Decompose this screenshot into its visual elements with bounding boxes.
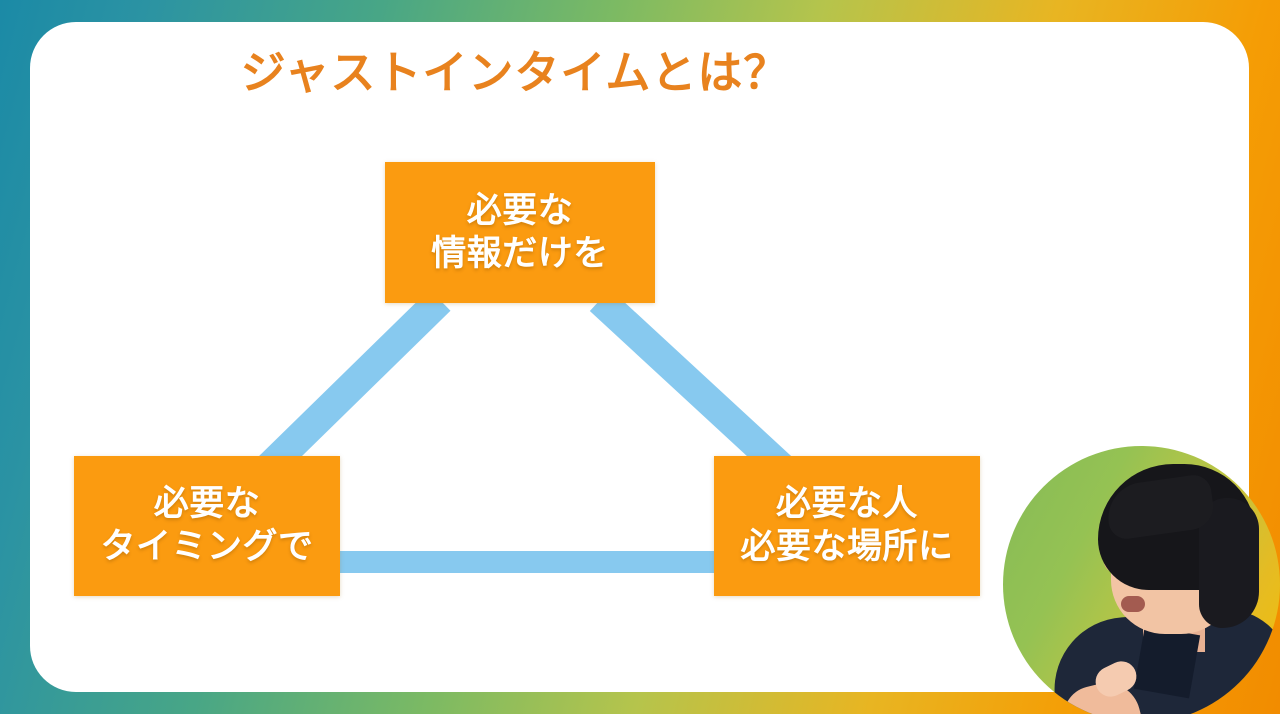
- presenter-collar: [1133, 625, 1201, 699]
- diagram-node-right[interactable]: 必要な人 必要な場所に: [714, 456, 980, 596]
- diagram-node-top[interactable]: 必要な 情報だけを: [385, 162, 655, 303]
- diagram-node-right-line1: 必要な人: [775, 484, 918, 524]
- diagram-node-left-line2: タイミングで: [100, 527, 314, 566]
- slide-title: ジャストインタイムとは？: [240, 47, 790, 98]
- diagram-node-left-line1: 必要な: [153, 484, 261, 524]
- presenter-webcam-overlay: [1003, 446, 1280, 714]
- presenter-mouth: [1121, 596, 1145, 612]
- presenter-hair-side: [1199, 498, 1259, 628]
- diagram-node-top-line2: 情報だけを: [431, 233, 609, 273]
- diagram-node-right-line2: 必要な場所に: [740, 527, 954, 566]
- diagram-node-left[interactable]: 必要な タイミングで: [74, 456, 340, 596]
- diagram-node-top-line1: 必要な: [466, 190, 574, 230]
